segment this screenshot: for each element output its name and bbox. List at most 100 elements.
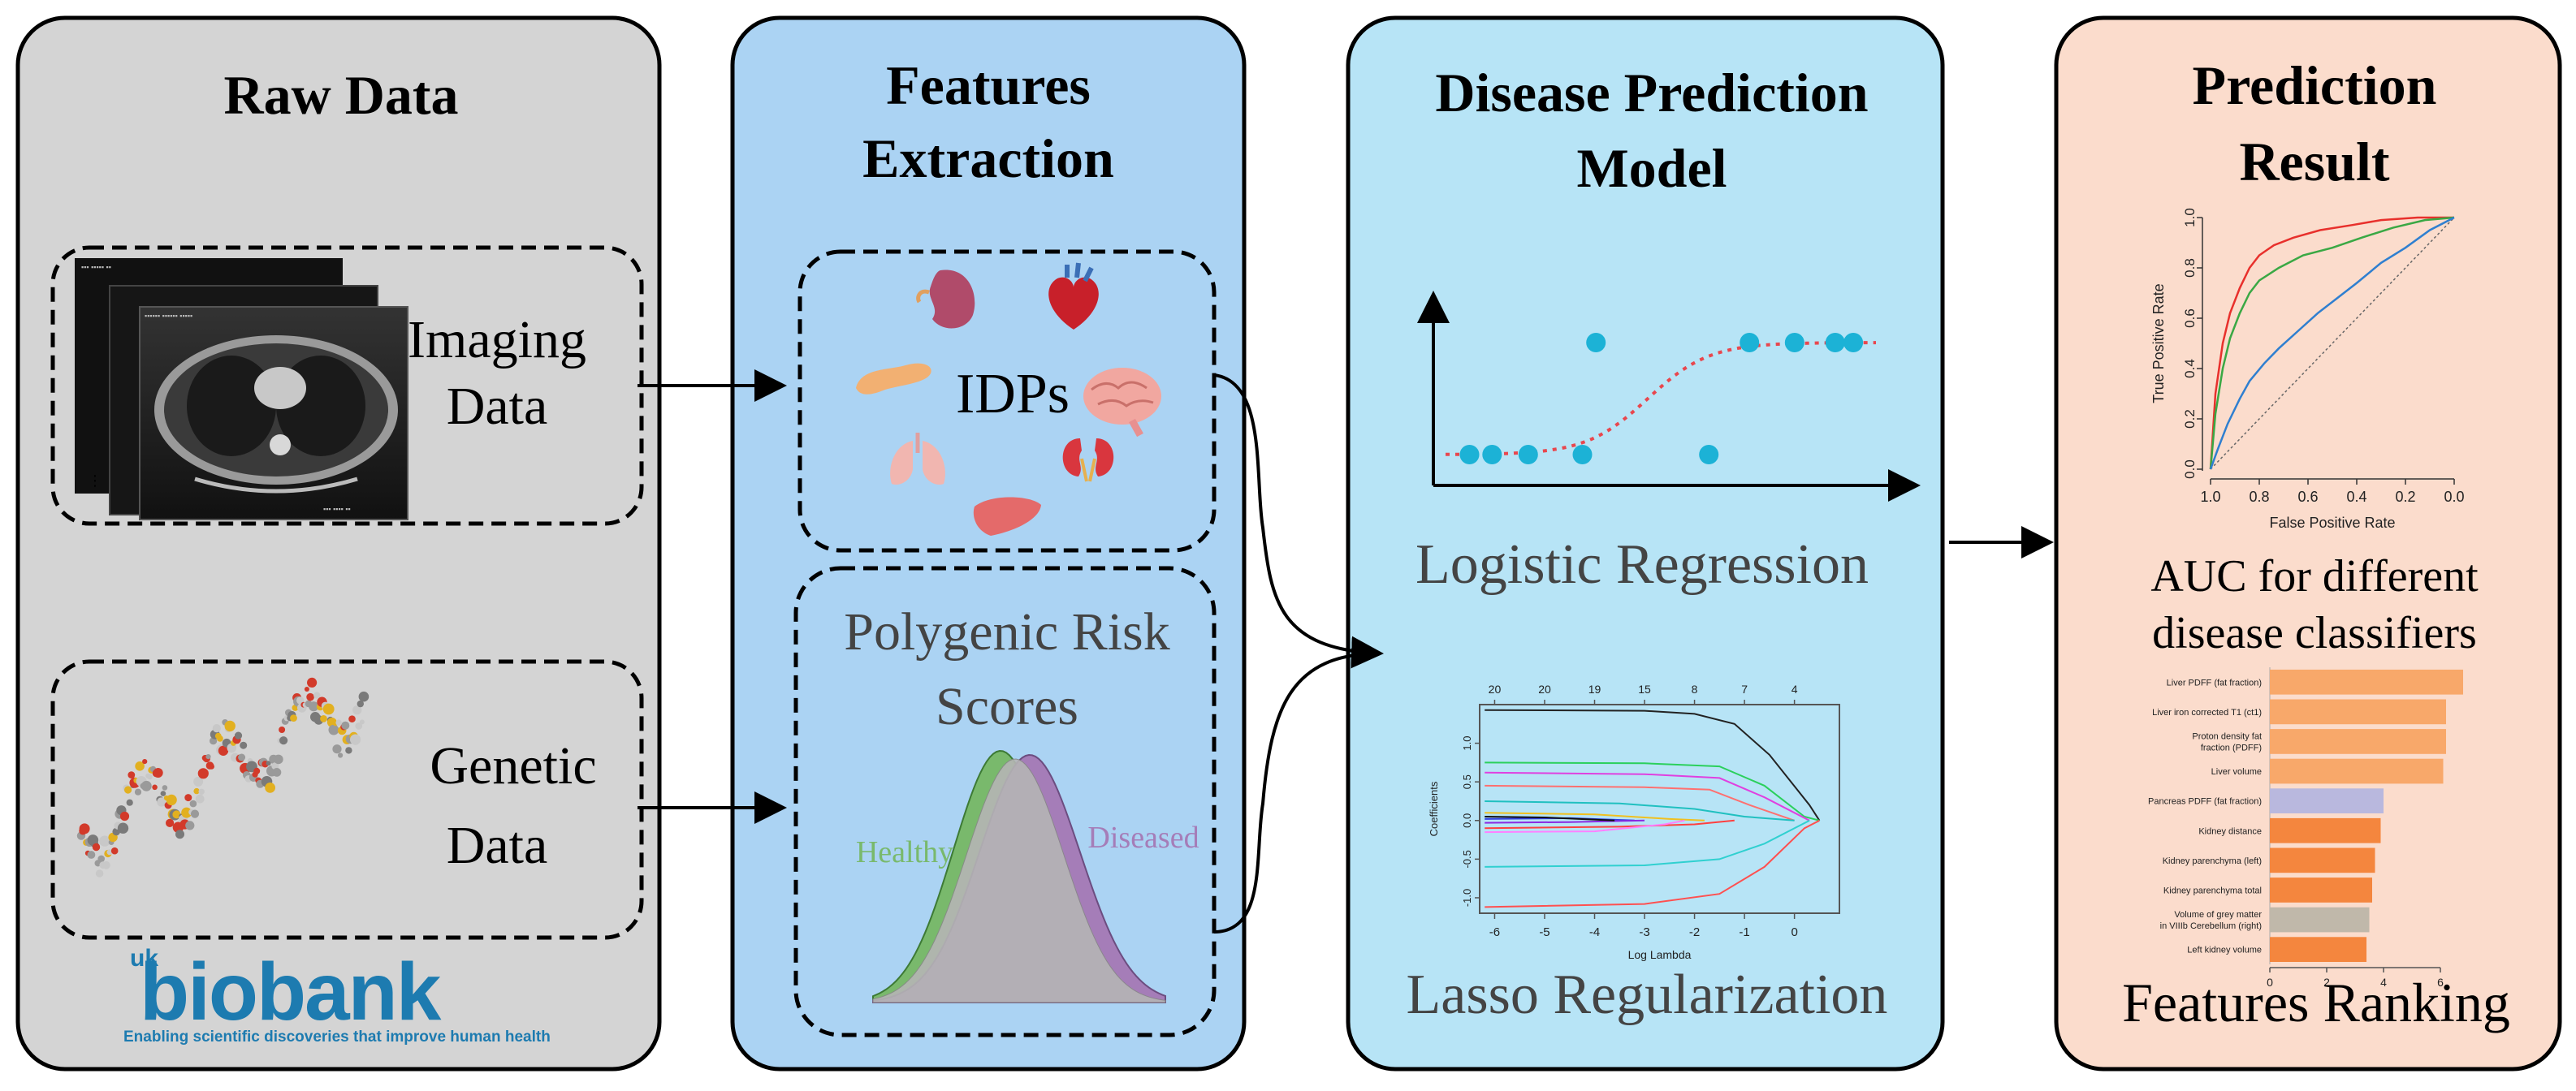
prs-box	[793, 566, 1217, 1037]
dna-atom	[348, 715, 356, 722]
dna-atom	[185, 821, 195, 830]
dna-atom	[152, 784, 158, 791]
imaging-label-line2: Data	[447, 377, 548, 436]
idps-label: IDPs	[956, 363, 1070, 425]
dna-atom	[359, 719, 365, 725]
dna-atom	[357, 700, 364, 708]
dna-atom	[240, 741, 248, 749]
dna-atom	[102, 860, 110, 869]
feature-bar	[2270, 699, 2446, 725]
imaging-label-line1: Imaging	[408, 310, 586, 369]
top-tick-label: 19	[1588, 683, 1601, 696]
prs-label-line1: Polygenic Risk	[844, 602, 1170, 662]
y-tick-label: 0.5	[1461, 774, 1473, 789]
features-ranking-label: Features Ranking	[2122, 972, 2510, 1033]
dna-atom	[162, 785, 168, 791]
svg-text:▪▪▪ ▪▪▪▪▪ ▪▪: ▪▪▪ ▪▪▪▪▪ ▪▪	[81, 263, 111, 271]
feature-label: fraction (PDFF)	[2201, 744, 2262, 753]
dna-atom	[140, 780, 152, 791]
dna-atom	[190, 809, 200, 818]
y-tick-label: 1.0	[1461, 736, 1473, 751]
y-tick-label: -1.0	[1461, 889, 1473, 907]
dna-atom	[209, 764, 214, 770]
dna-atom	[218, 745, 229, 756]
dna-atom	[124, 786, 132, 794]
x-tick-label: 0.2	[2395, 489, 2415, 505]
prs-distribution-curves	[872, 749, 1166, 1003]
dna-atom	[142, 759, 148, 765]
dna-atom	[106, 849, 113, 856]
dna-atom	[126, 799, 133, 806]
dna-atom	[135, 761, 145, 771]
result-title-line2: Result	[2239, 131, 2389, 192]
dna-atom	[234, 731, 243, 740]
raw-data-panel: Raw Data ▪▪▪ ▪▪▪▪▪ ▪▪ ▪▪▪▪▪▪ ▪▪▪▪▪▪ ▪▪▪▪…	[15, 15, 662, 1072]
roc-curve	[2209, 216, 2455, 470]
dna-molecule-image	[76, 677, 370, 878]
dna-atom	[271, 762, 279, 770]
genetic-label-line2: Data	[447, 816, 548, 875]
top-tick-label: 20	[1489, 683, 1502, 696]
result-title-line1: Prediction	[2193, 54, 2437, 116]
top-tick-label: 7	[1741, 683, 1748, 696]
x-tick-label: 2	[2323, 976, 2330, 989]
model-title-line2: Model	[1576, 137, 1727, 199]
dna-atom	[195, 794, 205, 804]
x-tick-label: -3	[1639, 925, 1649, 939]
dna-atom	[306, 692, 314, 701]
dna-atom	[87, 851, 96, 859]
roc-curve	[2209, 216, 2455, 470]
x-axis-label: False Positive Rate	[2269, 515, 2395, 531]
lungs-icon	[890, 433, 945, 485]
x-tick-label: -5	[1539, 925, 1549, 939]
coefficient-path	[1485, 816, 1615, 821]
data-point	[1586, 333, 1606, 352]
ct-scan-stack-image: ▪▪▪ ▪▪▪▪▪ ▪▪ ▪▪▪▪▪▪ ▪▪▪▪▪▪ ▪▪▪▪▪ ▪▪▪ ▪▪▪…	[75, 258, 408, 520]
x-tick-label: -4	[1589, 925, 1600, 939]
auc-label-line2: disease classifiers	[2152, 608, 2477, 658]
feature-label: Kidney parenchyma (left)	[2163, 856, 2262, 866]
dna-atom	[181, 807, 192, 818]
y-axis-label: Coefficients	[1428, 781, 1440, 836]
x-tick-label: -6	[1489, 925, 1500, 939]
feature-label: Left kidney volume	[2187, 946, 2262, 955]
y-tick-label: -0.5	[1461, 850, 1473, 868]
data-point	[1482, 445, 1502, 464]
dna-atom	[110, 847, 119, 855]
dna-atom	[332, 744, 342, 754]
dna-atom	[309, 701, 319, 712]
dna-atom	[313, 692, 321, 699]
x-axis-label: Log Lambda	[1628, 948, 1692, 961]
x-tick-label: 0	[1791, 925, 1797, 939]
top-tick-label: 8	[1692, 683, 1698, 696]
dna-atom	[193, 787, 200, 795]
dna-atom	[290, 714, 297, 722]
liver-icon	[973, 497, 1041, 536]
dna-atom	[328, 724, 339, 735]
svg-text:▪▪▪ ▪▪▪▪ ▪▪: ▪▪▪ ▪▪▪▪ ▪▪	[323, 505, 351, 513]
coefficient-path	[1485, 819, 1645, 824]
idps-box	[797, 249, 1217, 553]
coefficient-path	[1485, 709, 1821, 821]
svg-text:Enabling scientific discoverie: Enabling scientific discoveries that imp…	[123, 1028, 551, 1046]
dna-atom	[189, 800, 197, 808]
feature-label: Pancreas PDFF (fat fraction)	[2148, 797, 2262, 807]
top-tick-label: 15	[1638, 683, 1651, 696]
svg-text:biobank: biobank	[140, 947, 442, 1037]
dna-atom	[355, 722, 363, 730]
prediction-model-panel: Disease Prediction Model Logistic Regres…	[1346, 15, 1945, 1072]
dna-atom	[198, 788, 205, 795]
y-tick-label: 0.2	[2182, 409, 2198, 429]
feature-bar	[2270, 669, 2463, 695]
data-point	[1843, 333, 1864, 352]
imaging-data-box	[50, 245, 644, 526]
dna-atom	[279, 736, 288, 745]
data-point	[1784, 333, 1804, 352]
svg-text:▪▪▪▪▪▪ ▪▪▪▪▪▪ ▪▪▪▪▪: ▪▪▪▪▪▪ ▪▪▪▪▪▪ ▪▪▪▪▪	[145, 312, 192, 320]
feature-bar	[2270, 817, 2381, 843]
dna-atom	[175, 830, 184, 839]
y-tick-label: 0.0	[2182, 459, 2198, 479]
auc-label-line1: AUC for different	[2150, 551, 2479, 602]
dna-atom	[160, 791, 166, 796]
